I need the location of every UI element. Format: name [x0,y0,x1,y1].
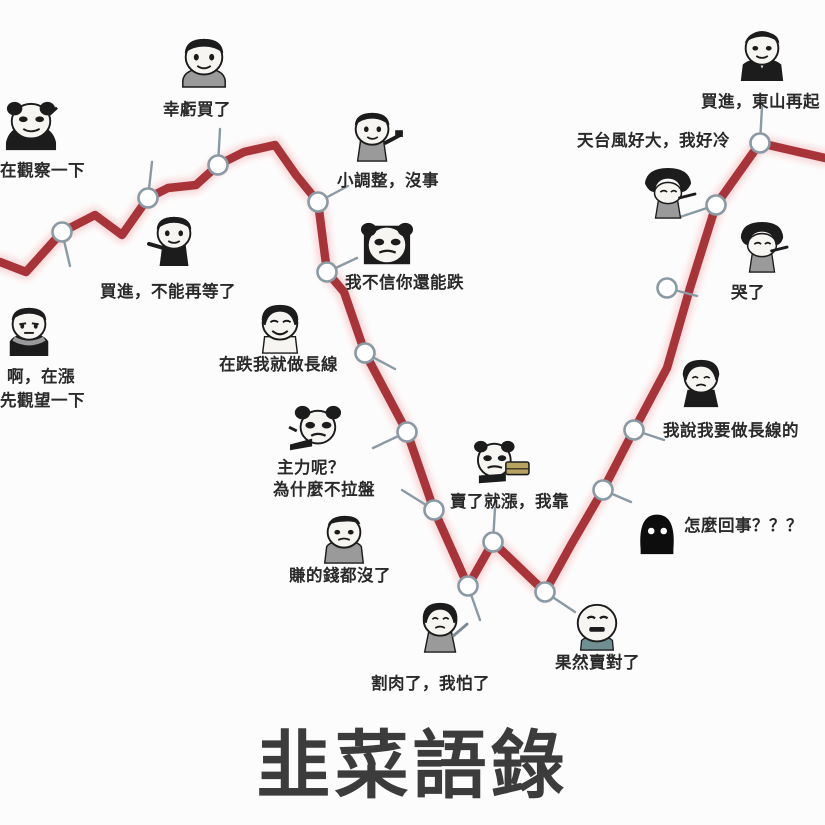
chart-node-marker [623,419,645,441]
annotation-label-a10: 為什麼不拉盤 [273,480,375,499]
chart-node-marker [656,277,678,299]
chart-node-marker [396,421,418,443]
chart-node-marker [423,499,445,521]
annotation-label-a08: 在跌我就做長線 [219,355,338,374]
annotation-label-a02: 幸虧買了 [163,100,231,119]
meme-sticker-kid-scarf [0,305,58,357]
meme-sticker-panda-angry-arms [287,404,345,456]
meme-sticker-kid-hat-dark [639,168,697,220]
meme-sticker-old-man-worry [315,512,373,564]
chart-node-marker [307,191,329,213]
meme-sticker-bowl-cut-kid [175,36,233,88]
annotation-label-a17: 哭了 [731,283,765,302]
meme-sticker-black-blob [628,505,686,557]
meme-sticker-kid-crying-dark [733,222,791,274]
annotation-label-a16: 我說我要做長線的 [663,421,799,440]
page-title: 韭菜語錄 [256,723,569,809]
chart-node-marker [749,132,771,154]
meme-sticker-egg-head [568,600,626,652]
annotation-label-a18: 天台風好大，我好冷 [577,131,730,150]
annotation-label-a13: 割肉了，我怕了 [371,674,490,693]
meme-sticker-panda-money [473,437,531,489]
annotation-label-a14: 果然賣對了 [555,653,640,672]
annotation-label-a12: 賣了就漲，我靠 [450,492,569,511]
chart-node-marker [207,154,229,176]
chart-node-marker [534,581,556,603]
annotation-label-a11: 賺的錢都沒了 [289,566,391,585]
meme-sticker-suit-man [733,30,791,82]
chart-node-marker [316,261,338,283]
chart-node-marker [354,342,376,364]
annotation-label-a05: 先觀望一下 [0,391,85,410]
annotation-label-a09: 主力呢？ [277,458,345,477]
chart-node-marker [482,531,504,553]
chart-node-marker [705,194,727,216]
annotation-label-a07: 我不信你還能跌 [345,273,464,292]
annotation-label-a04: 啊，在漲 [7,367,75,386]
annotation-label-a19: 買進，東山再起 [701,92,820,111]
chart-node-marker [137,187,159,209]
meme-sticker-kid-sad-sitting [672,357,730,409]
meme-sticker-smug-panda-face-man [2,100,60,152]
meme-sticker-panda-annoyed [358,218,416,270]
meme-sticker-kid-crying-knife [413,601,471,653]
meme-sticker-kid-pointing [145,215,203,267]
annotation-label-a03: 買進，不能再等了 [100,282,236,301]
node-markers [51,105,771,622]
chart-node-marker [592,479,614,501]
meme-sticker-kid-raising-hand [345,110,403,162]
annotation-label-a06: 小調整，沒事 [337,171,439,190]
annotation-label-a01: 在觀察一下 [0,161,85,180]
chart-node-marker [51,221,73,243]
annotation-label-a15: 怎麼回事？？？ [684,516,803,535]
chart-node-marker [457,575,479,597]
meme-sticker-kid-smile [251,302,309,354]
